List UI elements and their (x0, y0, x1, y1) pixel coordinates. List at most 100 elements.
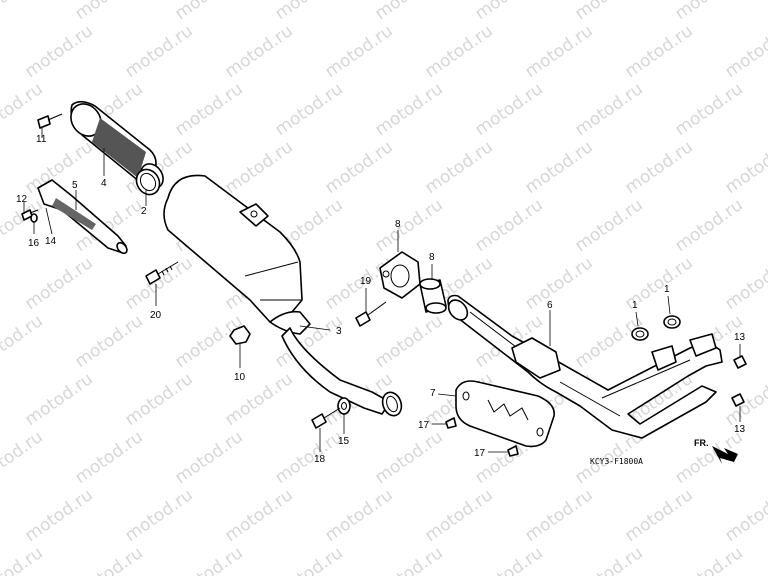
watermark-text: motod.ru (621, 485, 696, 546)
nut-10 (229, 325, 251, 345)
bolt-11 (37, 113, 63, 129)
watermark-text: motod.ru (21, 485, 96, 546)
watermark-text: motod.ru (671, 543, 746, 576)
watermark-text: motod.ru (571, 311, 646, 372)
watermark-text: motod.ru (571, 543, 646, 576)
watermark-text: motod.ru (271, 0, 346, 24)
watermark-text: motod.ru (321, 137, 396, 198)
watermark-text: motod.ru (171, 79, 246, 140)
callout-19: 19 (360, 276, 372, 287)
callout-1b: 1 (664, 284, 670, 295)
watermark-text: motod.ru (71, 311, 146, 372)
watermark-text: motod.ru (521, 137, 596, 198)
callout-14: 14 (45, 236, 57, 247)
watermark-text: motod.ru (0, 427, 47, 488)
watermark-text: motod.ru (371, 427, 446, 488)
watermark-text: motod.ru (371, 79, 446, 140)
watermark-text: motod.ru (721, 253, 768, 314)
callout-3: 3 (336, 326, 342, 337)
tail-pipe (37, 179, 128, 255)
watermark-text: motod.ru (671, 0, 746, 24)
callout-8a: 8 (395, 219, 401, 230)
watermark-text: motod.ru (121, 369, 196, 430)
watermark-text: motod.ru (0, 543, 47, 576)
watermark-text: motod.ru (571, 0, 646, 24)
watermark-text: motod.ru (21, 21, 96, 82)
watermark-text: motod.ru (0, 311, 47, 372)
watermark-text: motod.ru (371, 543, 446, 576)
watermark-text: motod.ru (421, 137, 496, 198)
watermark-text: motod.ru (221, 21, 296, 82)
nuts-13 (731, 355, 747, 407)
watermark-text: motod.ru (421, 21, 496, 82)
watermark-text: motod.ru (221, 137, 296, 198)
watermark-text: motod.ru (671, 195, 746, 256)
front-direction-arrow: FR. (694, 438, 738, 464)
muffler (163, 174, 403, 417)
watermark-text: motod.ru (721, 137, 768, 198)
bolt-washer-15-18 (311, 397, 351, 429)
callout-5: 5 (72, 180, 78, 191)
watermark-text: motod.ru (121, 253, 196, 314)
small-bolts-12-16 (21, 209, 39, 223)
watermark-text: motod.ru (221, 369, 296, 430)
watermark-text: motod.ru (371, 195, 446, 256)
sleeve (419, 278, 447, 314)
leader-lines (23, 128, 741, 453)
bolt-19 (355, 301, 387, 327)
bolt-20 (145, 261, 179, 285)
watermark-text: motod.ru (0, 79, 47, 140)
watermark-text: motod.ru (0, 0, 47, 24)
watermark-text: motod.ru (21, 369, 96, 430)
watermark-text: motod.ru (271, 427, 346, 488)
callout-2: 2 (141, 206, 147, 217)
gasket-ring (135, 168, 161, 196)
watermark-text: motod.ru (471, 79, 546, 140)
watermark-text: motod.ru (71, 543, 146, 576)
watermark-text: motod.ru (621, 137, 696, 198)
watermark-text: motod.ru (71, 427, 146, 488)
watermark-text: motod.ru (371, 311, 446, 372)
watermark-text: motod.ru (721, 21, 768, 82)
callout-15: 15 (338, 436, 350, 447)
callout-18: 18 (314, 454, 326, 465)
callout-1a: 1 (632, 300, 638, 311)
watermark-text: motod.ru (321, 21, 396, 82)
callout-10: 10 (234, 372, 246, 383)
watermark-text: motod.ru (71, 0, 146, 24)
callout-20: 20 (150, 310, 162, 321)
callout-16: 16 (28, 238, 40, 249)
watermark-text: motod.ru (421, 485, 496, 546)
watermark-text: motod.ru (521, 21, 596, 82)
watermark-text: motod.ru (171, 427, 246, 488)
watermark-text: motod.ru (521, 253, 596, 314)
callout-17a: 17 (418, 420, 430, 431)
watermark-text: motod.ru (571, 195, 646, 256)
callout-17b: 17 (474, 448, 486, 459)
exhaust-pipe (447, 294, 723, 439)
watermark-text: motod.ru (271, 543, 346, 576)
watermark-text: motod.ru (321, 485, 396, 546)
watermark-text: motod.ru (371, 0, 446, 24)
callouts: 1 1 2 3 4 5 6 7 8 8 10 11 12 13 13 14 15… (16, 134, 746, 465)
heat-shield (455, 380, 555, 448)
direction-label: FR. (694, 438, 709, 448)
callout-4: 4 (101, 178, 107, 189)
callout-12: 12 (16, 194, 28, 205)
screws-17 (445, 417, 519, 457)
watermark-text: motod.ru (721, 485, 768, 546)
watermark-text: motod.ru (621, 21, 696, 82)
watermark-text: motod.ru (671, 79, 746, 140)
watermark-text: motod.ru (471, 543, 546, 576)
callout-8b: 8 (429, 252, 435, 263)
part-code: KCY3-F1800A (590, 457, 643, 466)
callout-6: 6 (547, 300, 553, 311)
watermark-text: motod.ru (471, 195, 546, 256)
watermark-text: motod.ru (171, 543, 246, 576)
callout-11: 11 (36, 134, 47, 145)
callout-7: 7 (430, 388, 436, 399)
watermark-text: motod.ru (571, 79, 646, 140)
watermark-text: motod.ru (721, 369, 768, 430)
